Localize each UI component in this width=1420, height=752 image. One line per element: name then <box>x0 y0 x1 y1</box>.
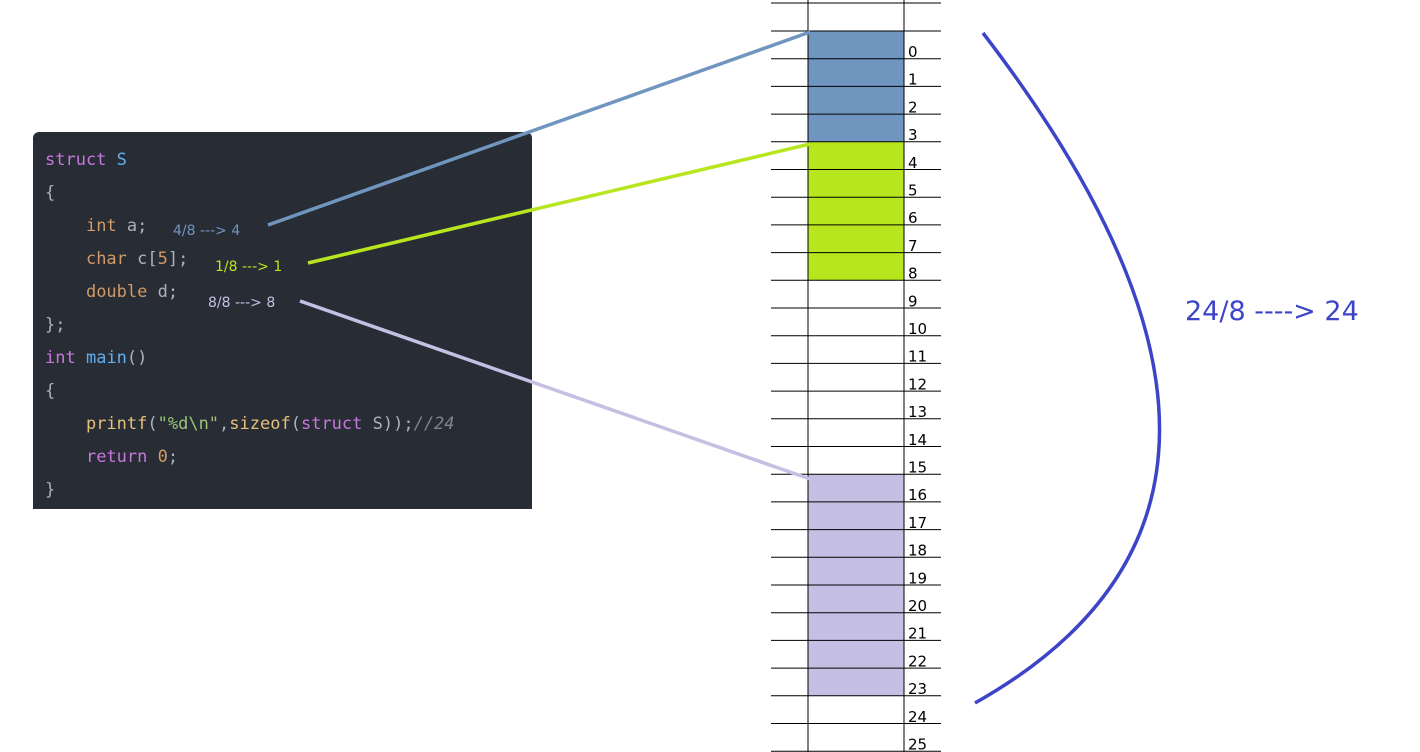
code-token: }; <box>45 315 66 335</box>
annotation-int-a: 4/8 ---> 4 <box>173 223 241 239</box>
memory-offset-label: 4 <box>908 154 918 172</box>
size-brace <box>974 31 1162 705</box>
code-token: 5 <box>157 249 168 269</box>
connector-a <box>267 30 811 227</box>
code-token: struct <box>300 414 363 434</box>
annotation-char-c: 1/8 ---> 1 <box>215 259 283 275</box>
memory-offset-label: 19 <box>908 569 927 587</box>
memory-block-c <box>808 141 904 281</box>
code-line: printf("%d\n",sizeof(struct S));//24 <box>45 412 455 436</box>
memory-offset-label: 11 <box>908 348 927 366</box>
memory-offset-label: 20 <box>908 597 927 615</box>
code-editor-panel: struct S { int a; char c[5]; double d;}; i… <box>33 132 532 509</box>
code-token: a; <box>116 216 148 236</box>
member-connectors <box>267 30 811 481</box>
code-token: d; <box>147 282 179 302</box>
code-line: { <box>45 181 55 205</box>
code-line: }; <box>45 313 65 337</box>
code-token: main <box>85 348 127 368</box>
code-token: double <box>85 282 148 302</box>
code-token: { <box>45 183 56 203</box>
code-token: char <box>85 249 127 269</box>
memory-offset-label: 16 <box>908 486 927 504</box>
code-token: c[ <box>126 249 158 269</box>
memory-offset-label: 17 <box>908 514 927 532</box>
code-token: 0 <box>157 447 168 467</box>
code-token: S <box>116 150 127 170</box>
memory-offset-label: 3 <box>908 126 918 144</box>
code-line: char c[5]; <box>45 247 188 271</box>
memory-offset-label: 1 <box>908 71 918 89</box>
code-token: ( <box>290 414 301 434</box>
memory-offset-label: 21 <box>908 625 927 643</box>
code-token: } <box>45 480 56 500</box>
code-token: ( <box>147 414 158 434</box>
code-token: () <box>126 348 148 368</box>
memory-offset-label: 7 <box>908 237 918 255</box>
code-token: ]; <box>167 249 189 269</box>
connector-c <box>307 142 811 265</box>
code-token: int <box>45 348 76 368</box>
code-token: return <box>85 447 148 467</box>
code-token: sizeof <box>229 414 291 434</box>
code-token: int <box>85 216 117 236</box>
memory-grid: 0123456789101112131415161718192021222324… <box>771 0 941 752</box>
code-line: return 0; <box>45 445 178 469</box>
code-token: //24 <box>413 414 455 434</box>
code-line: struct S <box>45 148 127 172</box>
code-line: { <box>45 379 55 403</box>
code-line: int main() <box>45 346 147 370</box>
memory-offset-label: 23 <box>908 680 927 698</box>
total-size-result: 24/8 ----> 24 <box>1185 296 1359 327</box>
memory-offset-label: 15 <box>908 459 927 477</box>
memory-offset-label: 8 <box>908 265 918 283</box>
code-token: { <box>45 381 56 401</box>
memory-offset-label: 10 <box>908 320 927 338</box>
memory-offset-label: 22 <box>908 652 927 670</box>
memory-offset-label: 5 <box>908 182 918 200</box>
memory-offset-label: 9 <box>908 292 918 310</box>
connector-d <box>299 299 811 481</box>
code-token: , <box>219 414 230 434</box>
memory-offset-label: 2 <box>908 98 918 116</box>
code-token: ; <box>167 447 179 467</box>
memory-offset-label: 24 <box>908 708 927 726</box>
memory-offset-label: 14 <box>908 431 927 449</box>
annotation-double-d: 8/8 ---> 8 <box>208 295 276 311</box>
code-line: } <box>45 478 55 502</box>
code-token: "%d\n" <box>157 414 220 434</box>
code-token: S)); <box>362 414 414 434</box>
memory-offset-label: 18 <box>908 542 927 560</box>
code-token: printf <box>85 414 148 434</box>
memory-offset-label: 25 <box>908 736 927 752</box>
memory-offset-label: 6 <box>908 209 918 227</box>
memory-offset-label: 12 <box>908 375 927 393</box>
code-line: double d; <box>45 280 178 304</box>
memory-offset-label: 13 <box>908 403 927 421</box>
code-token: struct <box>45 150 107 170</box>
code-line: int a; <box>45 214 147 238</box>
memory-offset-label: 0 <box>908 43 918 61</box>
